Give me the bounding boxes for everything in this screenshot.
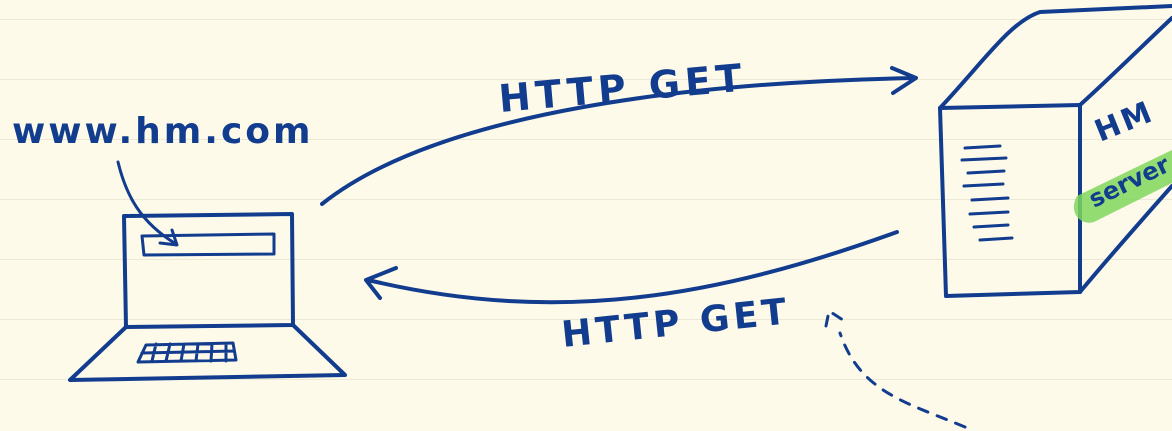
url-label: www.hm.com bbox=[12, 111, 314, 152]
server-front bbox=[938, 103, 1082, 298]
laptop-screen bbox=[122, 212, 295, 329]
server-name-label: HM bbox=[1090, 94, 1160, 149]
server-vent-lines bbox=[960, 144, 1014, 242]
server-side-edge bbox=[1078, 184, 1172, 294]
dashed-pointer-arrow bbox=[824, 309, 967, 429]
server-icon bbox=[938, 4, 1172, 298]
request-label: HTTP GET bbox=[497, 55, 749, 121]
laptop-icon bbox=[68, 212, 347, 382]
laptop-address-bar bbox=[140, 232, 276, 257]
url-pointer-arrow bbox=[116, 160, 179, 247]
server-top-edge bbox=[1078, 16, 1172, 107]
laptop-keyboard bbox=[136, 341, 238, 364]
server-highlight bbox=[1073, 150, 1172, 223]
request-arrow bbox=[320, 66, 918, 206]
laptop-base bbox=[68, 323, 347, 382]
response-arrow bbox=[364, 230, 899, 305]
server-top bbox=[938, 4, 1172, 110]
